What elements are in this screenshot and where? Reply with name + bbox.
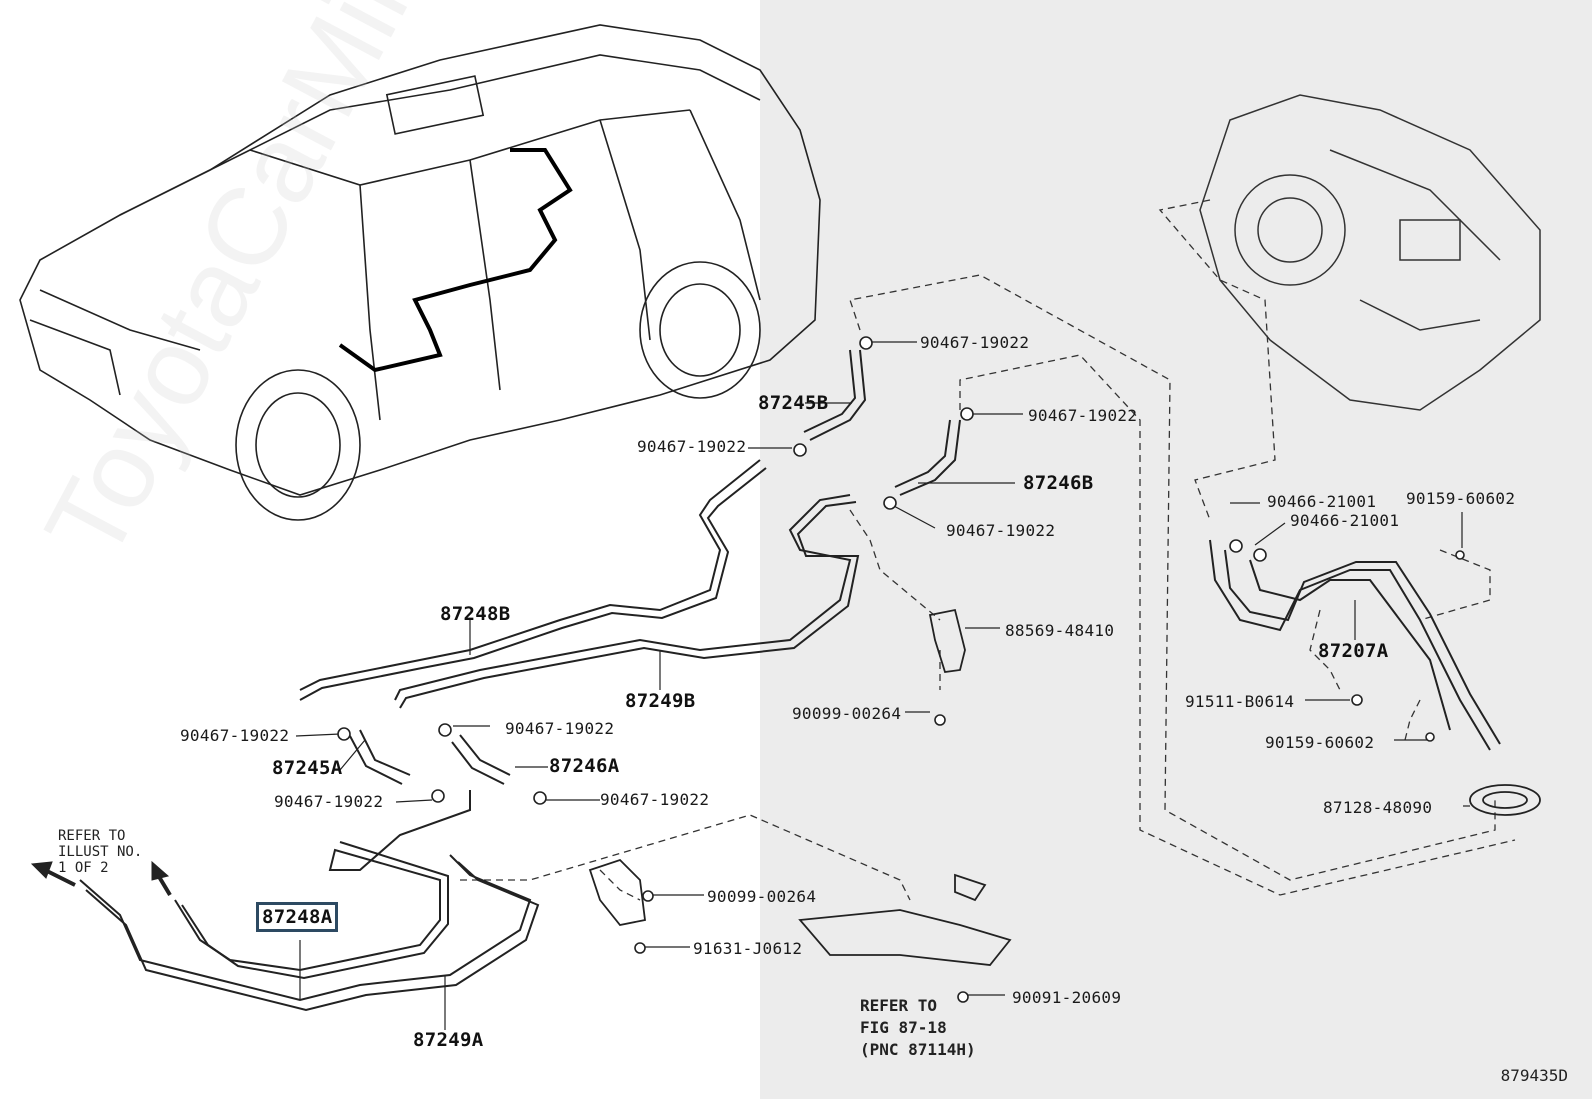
dashed-leaders [460, 199, 1516, 901]
fastener-90467-19022-f[interactable]: 90467-19022 [505, 719, 615, 738]
diagram-code: 879435D [1500, 1066, 1568, 1085]
fastener-90091-20609[interactable]: 90091-20609 [1012, 988, 1122, 1007]
direction-arrows [30, 860, 172, 897]
refer-figure-note: REFER TO FIG 87-18 (PNC 87114H) [860, 996, 976, 1059]
fastener-90467-19022-e[interactable]: 90467-19022 [180, 726, 290, 745]
fastener-87128-48090[interactable]: 87128-48090 [1323, 798, 1433, 817]
shaded-panel [760, 0, 1592, 1099]
refer-illustration-note: REFER TO ILLUST NO. 1 OF 2 [58, 828, 143, 876]
heater-unit-illustration [1199, 94, 1541, 411]
fastener-90466-21001-b[interactable]: 90466-21001 [1290, 511, 1400, 530]
fastener-90467-19022-b[interactable]: 90467-19022 [1028, 406, 1138, 425]
vehicle-illustration [19, 24, 821, 521]
fastener-88569-48410[interactable]: 88569-48410 [1005, 621, 1115, 640]
fastener-90099-00264-b[interactable]: 90099-00264 [707, 887, 817, 906]
fastener-91511-B0614[interactable]: 91511-B0614 [1185, 692, 1295, 711]
heater-pipes [79, 349, 1501, 1012]
part-87207A[interactable]: 87207A [1318, 640, 1389, 662]
brackets [588, 608, 1541, 966]
fastener-90159-60602-a[interactable]: 90159-60602 [1406, 489, 1516, 508]
fastener-91631-J0612[interactable]: 91631-J0612 [693, 939, 803, 958]
part-87248B[interactable]: 87248B [440, 603, 511, 625]
fastener-90099-00264-a[interactable]: 90099-00264 [792, 704, 902, 723]
fastener-90467-19022-h[interactable]: 90467-19022 [600, 790, 710, 809]
fastener-90467-19022-a[interactable]: 90467-19022 [920, 333, 1030, 352]
fastener-90467-19022-d[interactable]: 90467-19022 [946, 521, 1056, 540]
fastener-90467-19022-c[interactable]: 90467-19022 [637, 437, 747, 456]
clamp-markers [337, 336, 1465, 1003]
part-87249A[interactable]: 87249A [413, 1029, 484, 1051]
part-87246A[interactable]: 87246A [549, 755, 620, 777]
fastener-90466-21001-a[interactable]: 90466-21001 [1267, 492, 1377, 511]
fastener-90159-60602-b[interactable]: 90159-60602 [1265, 733, 1375, 752]
fastener-90467-19022-g[interactable]: 90467-19022 [274, 792, 384, 811]
part-87245A[interactable]: 87245A [272, 757, 343, 779]
pipe-route-highlight [338, 148, 573, 373]
part-87246B[interactable]: 87246B [1023, 472, 1094, 494]
part-87248A[interactable]: 87248A [256, 902, 339, 932]
part-87249B[interactable]: 87249B [625, 690, 696, 712]
part-87245B[interactable]: 87245B [758, 392, 829, 414]
leader-lines [295, 341, 1470, 1030]
